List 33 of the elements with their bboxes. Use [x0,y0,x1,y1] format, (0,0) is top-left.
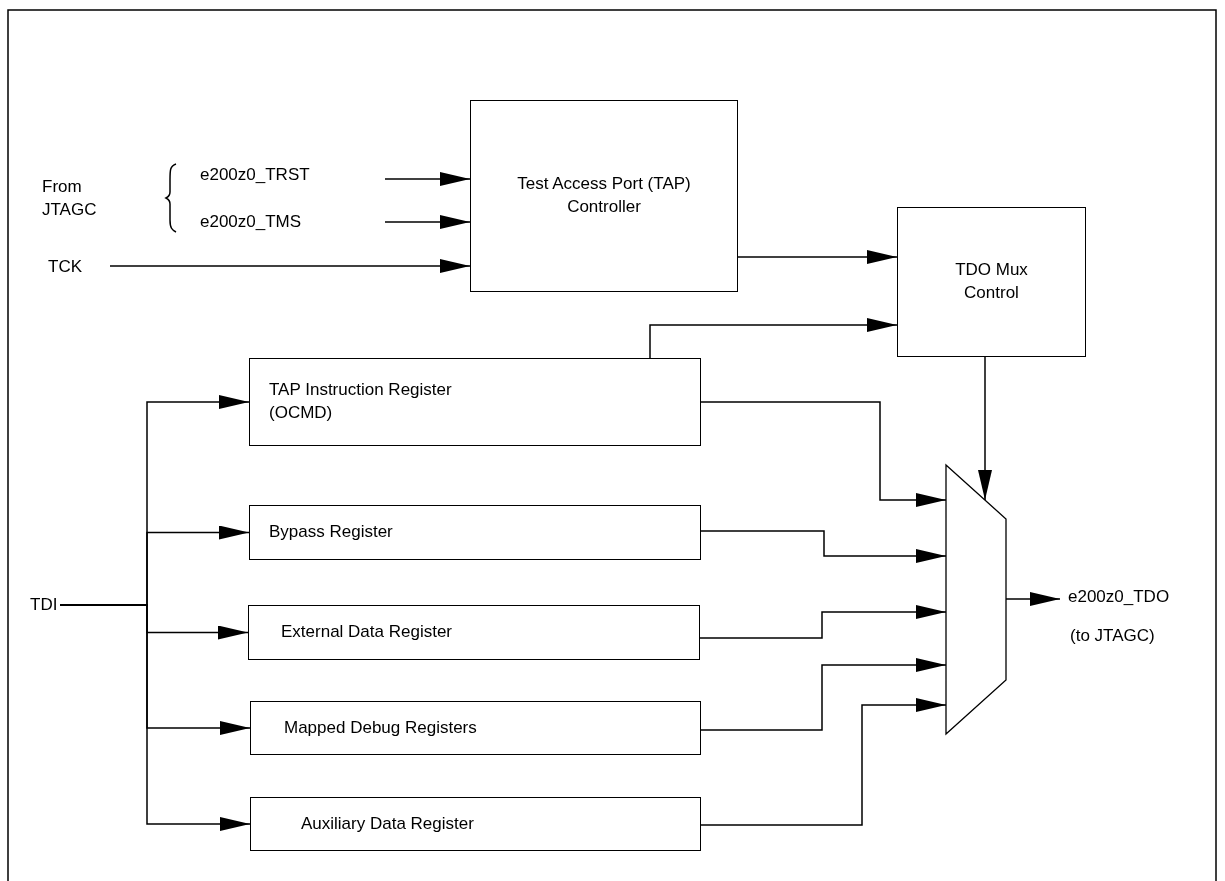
arrow [59,604,251,831]
register-box [250,701,701,755]
register-label: External Data Register [281,621,453,644]
register-box [249,358,701,446]
signal-label: e200z0_TDO [1068,588,1170,605]
block-label: Test Access Port (TAP) Controller [516,173,692,218]
arrow [384,215,471,229]
block-box [470,100,738,292]
register-box [249,505,701,560]
arrow [737,250,898,264]
block-box [897,207,1086,357]
arrow [649,318,898,359]
register-label: Bypass Register [269,521,393,544]
register-label: Mapped Debug Registers [284,716,477,739]
arrow [384,172,471,186]
source-label: From JTAGC [42,176,98,221]
signal-label: TDI [30,596,58,613]
signal-label: TCK [48,258,82,275]
block-label: TDO Mux Control [954,259,1029,304]
register-label: Auxiliary Data Register [301,812,474,835]
arrow [700,530,947,563]
register-box [250,797,701,851]
arrow [109,259,471,273]
signal-label: e200z0_TRST [200,166,310,183]
arrow [699,605,947,639]
arrow [700,401,947,507]
arrow [978,356,992,501]
register-box [248,605,700,660]
arrow [700,658,947,731]
arrow [700,698,947,826]
register-label: TAP Instruction Register (OCMD) [269,379,453,424]
signal-label: (to JTAGC) [1070,627,1155,644]
signal-label: e200z0_TMS [200,213,302,230]
